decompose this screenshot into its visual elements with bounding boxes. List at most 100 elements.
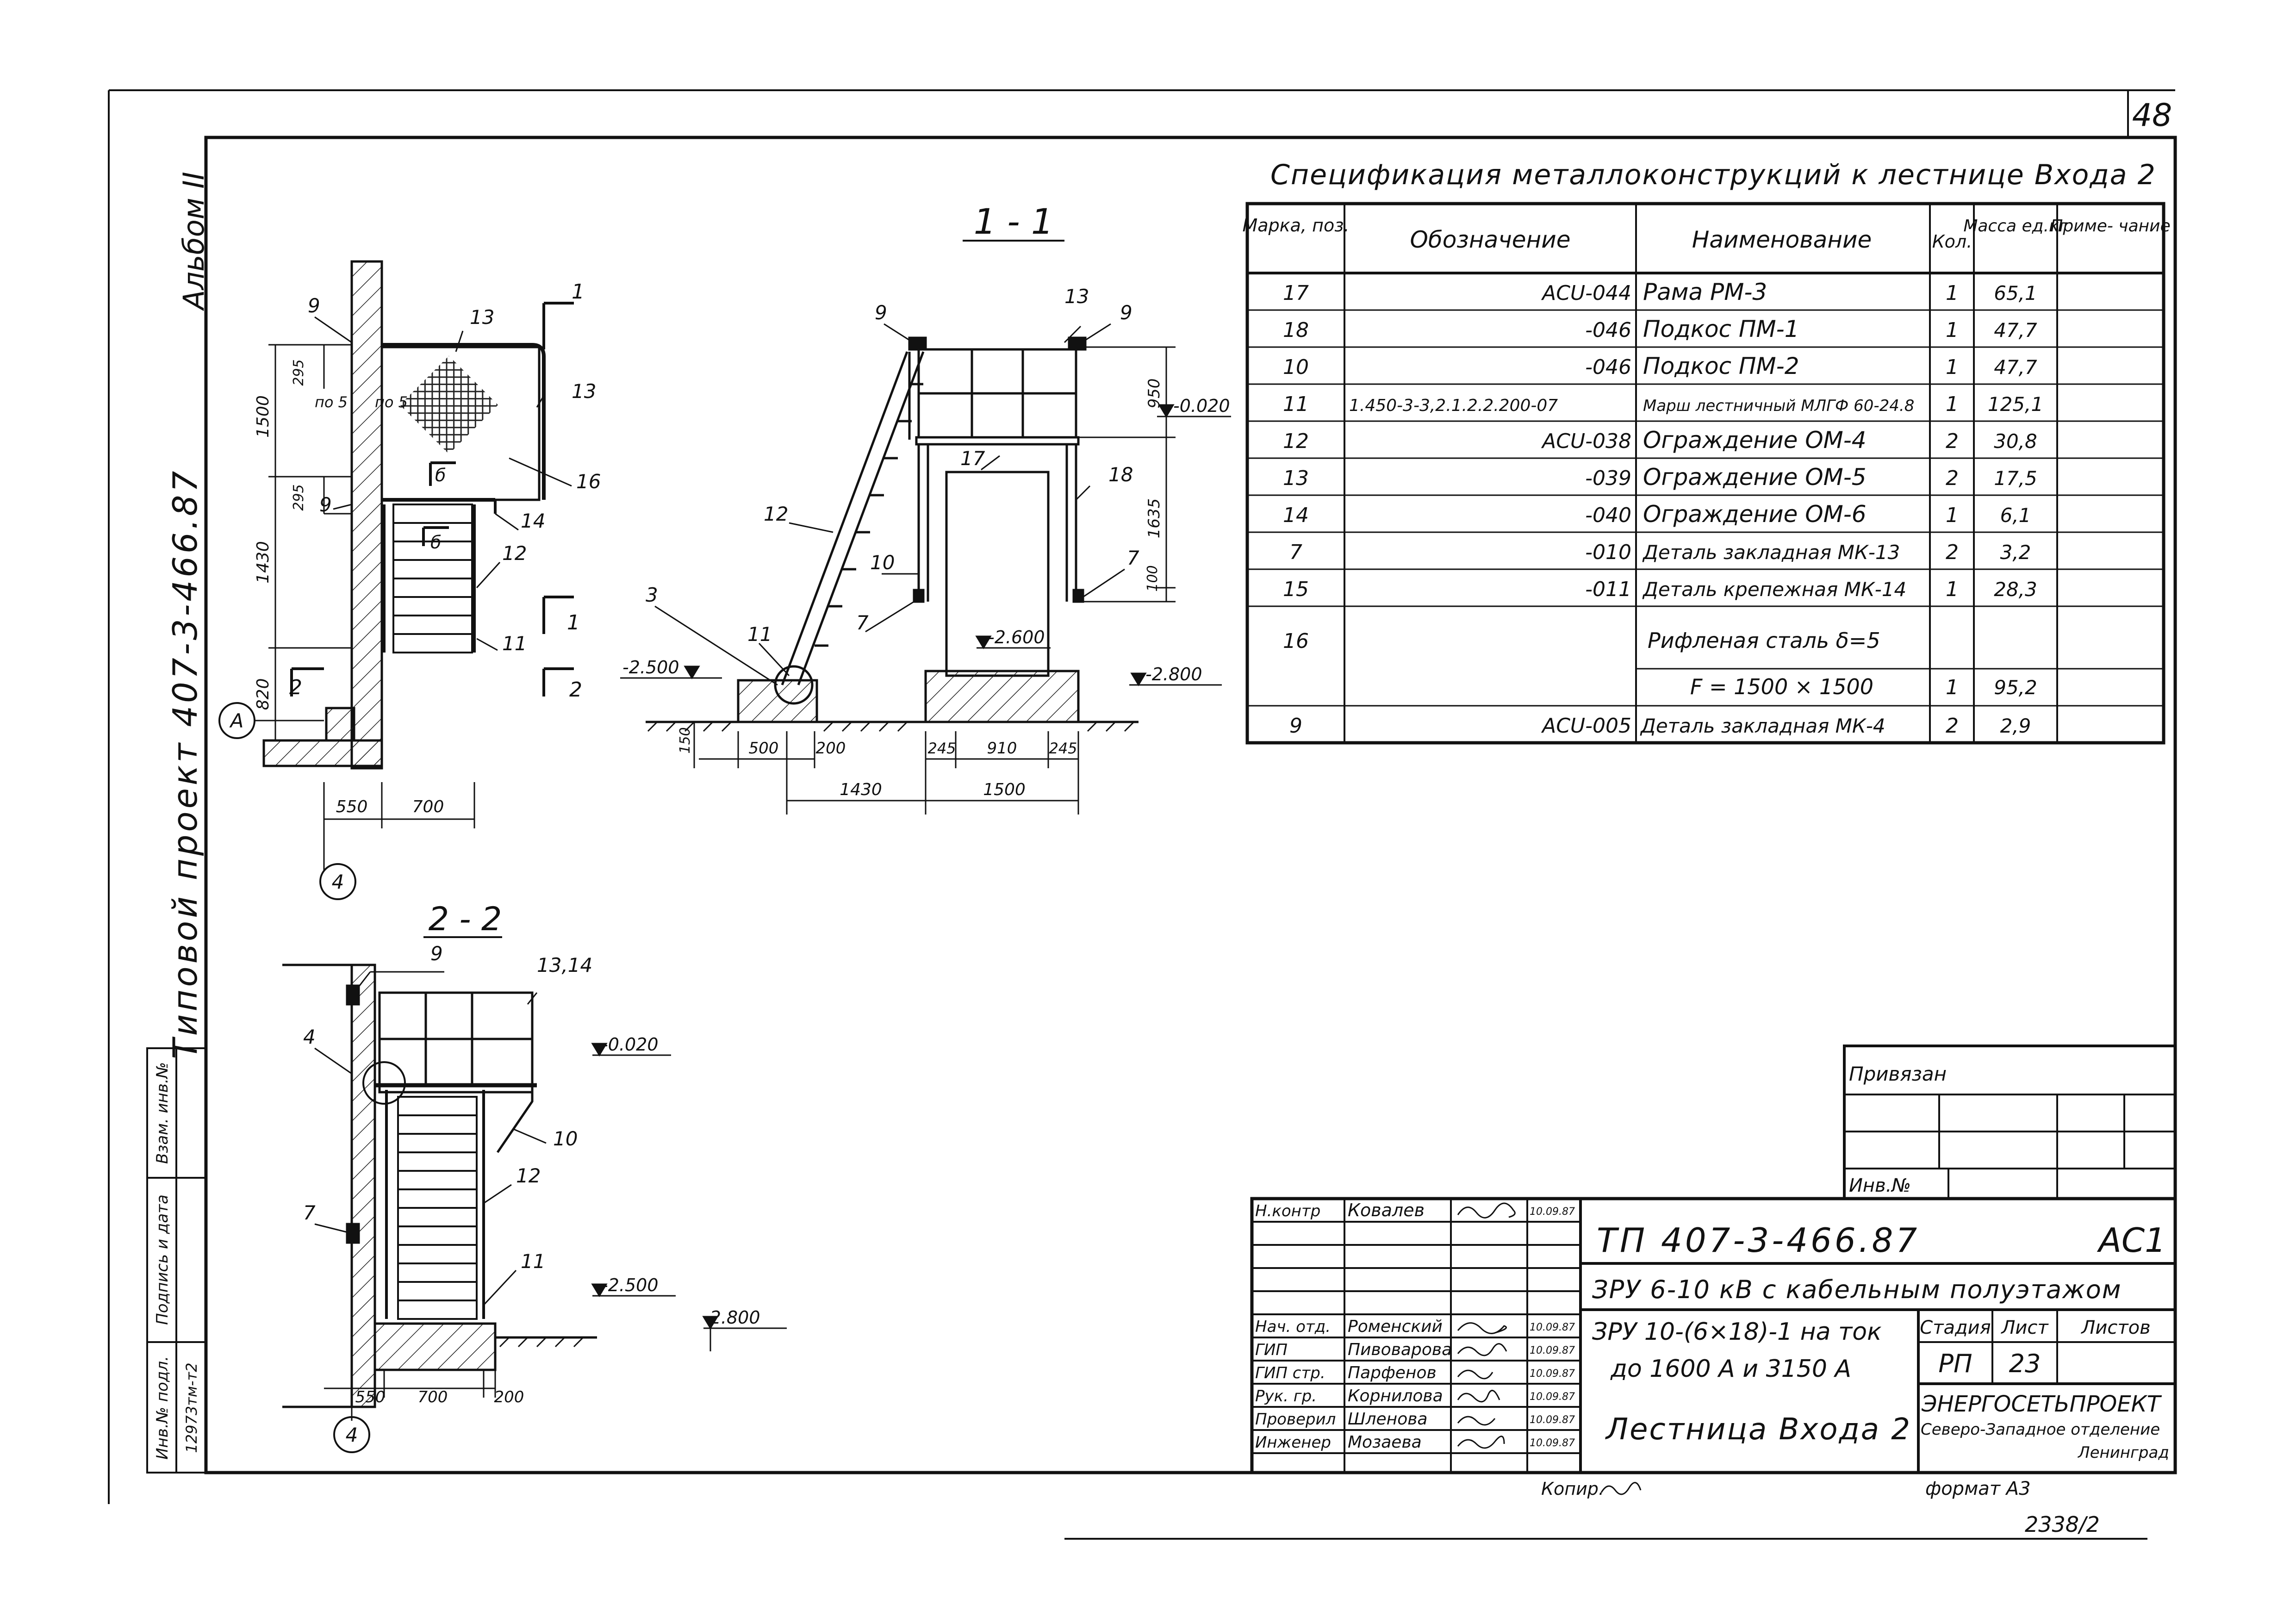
- org-name: ЭНЕРГОСЕТЬПРОЕКТ: [1921, 1391, 2162, 1417]
- spec-title: Спецификация металлоконструкций к лестни…: [1270, 159, 2156, 191]
- s1-dim-500: 500: [749, 739, 779, 758]
- section-2-2-title: 2 - 2: [429, 900, 502, 938]
- spec-header-name: Наименование: [1692, 226, 1872, 253]
- svg-text:-011: -011: [1585, 578, 1631, 601]
- stamp-col-podpis: Подпись и дата: [153, 1194, 172, 1325]
- plan-dim-295-mid: 295: [291, 484, 307, 510]
- section-1-1-title: 1 - 1: [974, 201, 1053, 242]
- table-row: 17 АСU-044 Рама РМ-3 1 65,1: [1283, 279, 2037, 305]
- svg-text:Пивоварова: Пивоварова: [1348, 1340, 1452, 1359]
- signer-row: ГИП Пивоварова 10.09.87: [1255, 1340, 1575, 1359]
- copier-signature: [1600, 1482, 1642, 1495]
- s1-dim-910: 910: [987, 739, 1017, 758]
- svg-text:Проверил: Проверил: [1255, 1410, 1336, 1429]
- plan-axis-4: 4: [319, 863, 356, 900]
- s2-level-0020: -0.020: [602, 1034, 659, 1055]
- s1-dim-1500: 1500: [983, 780, 1026, 799]
- svg-text:Ограждение ОМ-6: Ограждение ОМ-6: [1643, 501, 1867, 528]
- s1-dim-lines: [693, 346, 1176, 815]
- svg-text:АСU-005: АСU-005: [1541, 714, 1631, 738]
- s2-level-2500: -2.500: [602, 1275, 659, 1295]
- table-row: 9 АСU-005 Деталь закладная МК-4 2 2,9: [1289, 714, 2031, 738]
- plan-mark-13-right: 13: [572, 380, 596, 403]
- svg-text:2: 2: [1946, 714, 1959, 738]
- s1-level-2500: -2.500: [622, 657, 679, 678]
- svg-text:-046: -046: [1585, 355, 1631, 379]
- title-subject-line2: до 1600 А и 3150 А: [1610, 1355, 1851, 1383]
- s1-level-2800: -2.800: [1145, 664, 1202, 684]
- plan-mark-9-mid: 9: [319, 493, 332, 516]
- svg-text:15: 15: [1283, 578, 1309, 601]
- s1-mark-17: 17: [960, 447, 985, 470]
- s2-detail-circle: [362, 1061, 406, 1105]
- s1-dim-245-right: 245: [1049, 740, 1077, 757]
- svg-text:1: 1: [1946, 318, 1959, 342]
- s1-leaders: [654, 323, 1125, 686]
- s1-level-2600: -2.600: [988, 627, 1045, 647]
- s1-mark-11: 11: [747, 623, 772, 646]
- svg-text:Корнилова: Корнилова: [1348, 1387, 1443, 1405]
- s1-mark-3: 3: [646, 584, 658, 606]
- s1-dim-1635: 1635: [1145, 498, 1164, 539]
- svg-text:-039: -039: [1585, 466, 1631, 490]
- plan-mark-14: 14: [521, 510, 545, 532]
- svg-text:17,5: 17,5: [1994, 467, 2037, 490]
- spec-header-mass: Масса ед.кг: [1963, 217, 2068, 236]
- privyazan-label: Привязан: [1849, 1063, 1947, 1085]
- svg-text:Роменский: Роменский: [1348, 1317, 1443, 1336]
- plan-dim-700: 700: [412, 797, 444, 816]
- title-code: ТП 407-3-466.87: [1597, 1221, 1920, 1260]
- s2-mark-10: 10: [553, 1127, 578, 1150]
- s2-dim-200: 200: [494, 1388, 524, 1406]
- s2-stair: [385, 1090, 485, 1320]
- svg-text:Парфенов: Парфенов: [1348, 1363, 1437, 1382]
- svg-text:1: 1: [1946, 392, 1959, 416]
- s1-dim-100: 100: [1145, 565, 1161, 591]
- s1-mark-10: 10: [870, 551, 895, 574]
- plan-dim-295-top: 295: [291, 359, 307, 386]
- section-2-2: 2 - 2: [282, 900, 787, 1453]
- svg-text:10.09.87: 10.09.87: [1530, 1437, 1575, 1449]
- plan-platform: [380, 343, 546, 502]
- s2-dim-550: 550: [355, 1388, 386, 1406]
- table-row: 16 Рифленая сталь δ=5: [1283, 628, 1880, 653]
- plan-leaders: [290, 302, 574, 696]
- table-row: 7 -010 Деталь закладная МК-13 2 3,2: [1289, 541, 2031, 564]
- signer-row: Рук. гр. Корнилова 10.09.87: [1255, 1387, 1575, 1405]
- svg-text:Деталь закладная МК-4: Деталь закладная МК-4: [1640, 715, 1885, 737]
- svg-text:Рифленая сталь δ=5: Рифленая сталь δ=5: [1648, 628, 1880, 653]
- s2-dim-700: 700: [418, 1388, 448, 1406]
- stage-label: Стадия: [1920, 1317, 1991, 1338]
- s2-mark-4: 4: [303, 1026, 316, 1048]
- svg-text:9: 9: [1289, 714, 1302, 738]
- plan-mark-2-right: 2: [569, 678, 582, 702]
- svg-text:2: 2: [1946, 429, 1959, 453]
- s2-mark-11: 11: [521, 1250, 545, 1273]
- spec-header-note: Приме- чание: [2050, 217, 2170, 236]
- sheet-frame: [108, 89, 2177, 1540]
- svg-text:14: 14: [1283, 504, 1309, 527]
- svg-text:10.09.87: 10.09.87: [1530, 1391, 1575, 1403]
- project-label: Типовой проект 407-3-466.87: [166, 468, 205, 1059]
- spec-header-pos: Марка, поз.: [1243, 215, 1350, 236]
- s1-dim-950: 950: [1145, 379, 1164, 409]
- plan-mark-16: 16: [576, 470, 601, 493]
- svg-text:Деталь закладная МК-13: Деталь закладная МК-13: [1642, 541, 1900, 564]
- sheet-label: Лист: [2000, 1317, 2049, 1338]
- title-object: ЗРУ 6-10 кВ с кабельным полуэтажом: [1592, 1275, 2122, 1304]
- signer-row: Проверил Шленова 10.09.87: [1255, 1410, 1575, 1429]
- title-sheet-title: Лестница Входа 2: [1605, 1412, 1911, 1447]
- svg-text:18: 18: [1283, 318, 1309, 342]
- plan-mark-2-left: 2: [289, 676, 302, 699]
- s1-dim-200: 200: [816, 739, 846, 758]
- s1-dim-150: 150: [677, 727, 693, 753]
- plan-view: 295 1500 295 1430 820 550 700 по 5 по 5: [218, 260, 601, 900]
- svg-text:Ковалев: Ковалев: [1348, 1200, 1425, 1220]
- table-row: 11 1.450-3-3,2.1.2.2.200-07 Марш лестнич…: [1283, 392, 2043, 416]
- margin-stamp: [146, 1047, 207, 1474]
- s2-axis-4: 4: [333, 1416, 370, 1453]
- plan-wall: [262, 260, 383, 770]
- s1-foundation: [646, 336, 1139, 732]
- plan-dim-lines: [268, 344, 475, 870]
- signer-row: Нач. отд. Роменский 10.09.87: [1255, 1317, 1575, 1336]
